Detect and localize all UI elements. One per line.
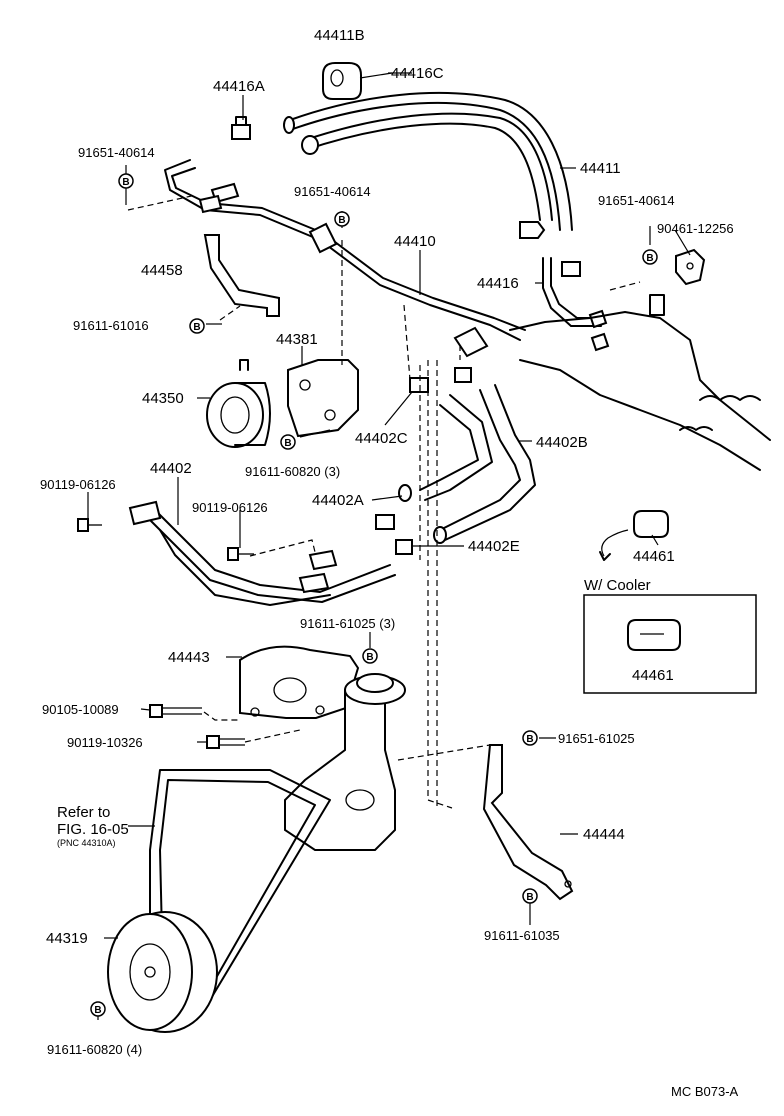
crank-pulley-44319 bbox=[107, 911, 218, 1033]
label-44416C: 44416C bbox=[391, 65, 444, 82]
svg-text:B: B bbox=[366, 652, 373, 663]
label-90119-06126-b: 90119-06126 bbox=[192, 500, 268, 515]
return-hose-44416C bbox=[283, 91, 573, 231]
cooler-detail bbox=[583, 510, 757, 694]
bolt-marker-7: B bbox=[522, 730, 538, 746]
bolt-marker-4: B bbox=[189, 318, 205, 334]
svg-text:B: B bbox=[338, 215, 345, 226]
label-44461-b: 44461 bbox=[632, 667, 674, 684]
bolt-90119-10326 bbox=[206, 735, 245, 749]
label-44402E: 44402E bbox=[468, 538, 520, 555]
label-44402: 44402 bbox=[150, 460, 192, 477]
bolt-marker-6: B bbox=[362, 648, 378, 664]
bracket-90461-12256 bbox=[675, 248, 706, 286]
bolt-90119-06126-left bbox=[77, 518, 102, 532]
bolt-marker-2: B bbox=[334, 211, 350, 227]
label-91651-61025: 91651-61025 bbox=[558, 731, 635, 746]
svg-text:B: B bbox=[526, 892, 533, 903]
hose-44402A bbox=[398, 394, 493, 502]
label-91651-40614-b: 91651-40614 bbox=[294, 184, 371, 199]
bolt-marker-9: B bbox=[90, 1001, 106, 1017]
label-44444: 44444 bbox=[583, 826, 625, 843]
pulley-44350 bbox=[206, 359, 271, 448]
label-91611-60820-3: 91611-60820 (3) bbox=[245, 464, 340, 479]
bolt-marker-8: B bbox=[522, 888, 538, 904]
label-44411: 44411 bbox=[580, 160, 621, 177]
clamp-44402E bbox=[375, 514, 413, 555]
label-w-cooler: W/ Cooler bbox=[584, 577, 651, 594]
label-91651-40614-c: 91651-40614 bbox=[598, 193, 675, 208]
label-44461-a: 44461 bbox=[633, 548, 675, 565]
label-fig-16-05: FIG. 16-05 bbox=[57, 821, 129, 838]
label-pnc-44310a: (PNC 44310A) bbox=[57, 838, 116, 848]
label-90461-12256: 90461-12256 bbox=[657, 221, 734, 236]
label-44411B: 44411B bbox=[314, 27, 365, 44]
label-refer-to: Refer to bbox=[57, 804, 110, 821]
svg-text:B: B bbox=[646, 253, 653, 264]
bracket-44458 bbox=[203, 234, 280, 317]
label-44350: 44350 bbox=[142, 390, 184, 407]
label-90119-06126-a: 90119-06126 bbox=[40, 477, 116, 492]
svg-text:B: B bbox=[526, 734, 533, 745]
clamp-44402C bbox=[409, 367, 472, 393]
alignment-lines bbox=[127, 194, 641, 810]
svg-text:B: B bbox=[193, 322, 200, 333]
label-44402B: 44402B bbox=[536, 434, 588, 451]
pump-bracket-44381 bbox=[287, 359, 359, 438]
clip-44416A bbox=[231, 116, 251, 140]
bracket-44443 bbox=[239, 645, 360, 719]
bolt-90119-06126-right bbox=[227, 547, 254, 561]
label-90119-10326: 90119-10326 bbox=[67, 735, 143, 750]
label-91611-61016: 91611-61016 bbox=[73, 318, 149, 333]
label-44381: 44381 bbox=[276, 331, 318, 348]
bracket-44444 bbox=[482, 744, 574, 901]
steering-gear-housing bbox=[509, 294, 771, 471]
label-44416: 44416 bbox=[477, 275, 519, 292]
label-44443: 44443 bbox=[168, 649, 210, 666]
label-90105-10089: 90105-10089 bbox=[42, 702, 119, 717]
svg-text:B: B bbox=[94, 1005, 101, 1016]
leader-lines bbox=[87, 72, 691, 1020]
label-91611-60820-4: 91611-60820 (4) bbox=[47, 1042, 142, 1057]
bolt-marker-3: B bbox=[642, 249, 658, 265]
label-44410: 44410 bbox=[394, 233, 436, 250]
label-44319: 44319 bbox=[46, 930, 88, 947]
label-44416A: 44416A bbox=[213, 78, 265, 95]
bolt-marker-1: B bbox=[118, 173, 134, 189]
svg-text:B: B bbox=[122, 177, 129, 188]
label-44458: 44458 bbox=[141, 262, 183, 279]
bracket-44416 bbox=[519, 221, 610, 352]
label-91611-61025-3: 91611-61025 (3) bbox=[300, 616, 395, 631]
diagram-code: MC B073-A bbox=[671, 1084, 739, 1099]
pressure-tube-upper bbox=[164, 159, 526, 358]
pressure-tube-44402 bbox=[128, 500, 396, 606]
hose-44402B bbox=[433, 384, 536, 544]
label-91651-40614-a: 91651-40614 bbox=[78, 145, 155, 160]
label-91611-61035: 91611-61035 bbox=[484, 928, 560, 943]
clamp-44411B bbox=[322, 62, 362, 100]
label-44402C: 44402C bbox=[355, 430, 408, 447]
svg-text:B: B bbox=[284, 438, 291, 449]
bolt-marker-5: B bbox=[280, 434, 296, 450]
bolt-90105-10089 bbox=[149, 704, 202, 718]
cooler-box bbox=[583, 594, 757, 694]
label-44402A: 44402A bbox=[312, 492, 364, 509]
